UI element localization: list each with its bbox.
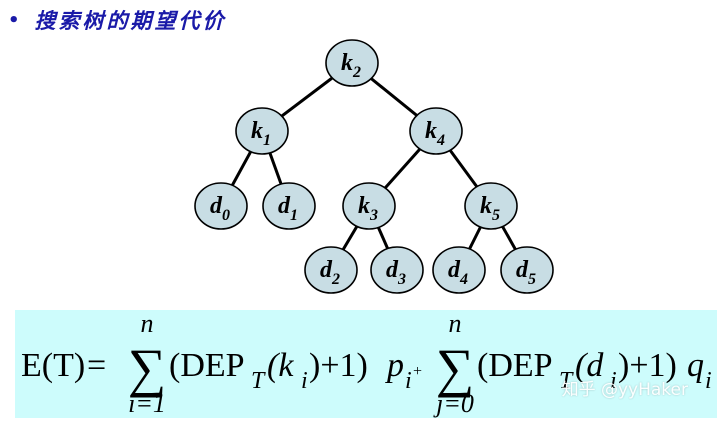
formula-lhs: E(T) (21, 347, 85, 384)
node-label-d0: d0 (210, 193, 230, 224)
tree-node-k5: k5 (464, 182, 518, 230)
watermark: 知乎 @yyHaker (561, 380, 688, 400)
term2-coef-sub: i (705, 368, 712, 394)
slide-heading: • 搜索树的期望代价 (8, 4, 227, 36)
node-label-d3: d3 (386, 257, 406, 288)
tree-node-k4: k4 (409, 107, 463, 155)
term1-arg: (k (267, 347, 294, 384)
node-label-k5: k5 (480, 193, 500, 224)
term1-sub: T (251, 368, 266, 394)
expected-cost-formula: E(T) = n ∑ i=1 (DEP T (k i )+1) p i + n … (21, 310, 712, 418)
node-label-k3: k3 (358, 193, 378, 224)
term2-close: )+1) (618, 347, 677, 384)
node-label-d4: d4 (448, 257, 468, 288)
node-label-d1: d1 (278, 193, 298, 224)
term2-open: (DEP (477, 347, 553, 384)
term2-sub: T (559, 368, 574, 394)
node-label-d2: d2 (320, 257, 340, 288)
term1-coef-sub: i (405, 368, 412, 394)
term2-arg: (d (575, 347, 604, 384)
sum1-symbol: ∑ (128, 338, 167, 398)
sum2-symbol: ∑ (436, 338, 475, 398)
tree-node-d4: d4 (432, 246, 486, 294)
sum2-upper: n (449, 310, 462, 338)
term1-open: (DEP (169, 347, 245, 384)
tree-node-k1: k1 (235, 107, 289, 155)
tree-node-d1: d1 (262, 182, 316, 230)
formula-equals: = (87, 347, 106, 384)
tree-node-d5: d5 (500, 246, 554, 294)
tree-node-k2: k2 (325, 39, 379, 87)
formula-plus: + (413, 363, 422, 380)
tree-node-d0: d0 (194, 182, 248, 230)
term2-coef: q (687, 347, 704, 384)
sum2-lower: j=0 (433, 389, 474, 418)
term1-coef: p (385, 347, 404, 384)
node-label-k2: k2 (341, 50, 361, 81)
heading-text: 搜索树的期望代价 (34, 9, 227, 33)
tree-node-d2: d2 (304, 246, 358, 294)
term2-arg-sub: i (610, 368, 617, 394)
node-label-k4: k4 (425, 118, 445, 149)
term1-arg-sub: i (301, 368, 308, 394)
term1-close: )+1) (309, 347, 368, 384)
tree-node-k3: k3 (342, 182, 396, 230)
sum1-upper: n (141, 310, 154, 338)
sum1-lower: i=1 (128, 389, 166, 418)
formula-box: E(T) = n ∑ i=1 (DEP T (k i )+1) p i + n … (15, 310, 717, 418)
bullet: • (8, 9, 23, 31)
node-label-k1: k1 (251, 118, 271, 149)
node-label-d5: d5 (516, 257, 536, 288)
tree-node-d3: d3 (370, 246, 424, 294)
search-tree-diagram: k2 k1 k4 d0 d1 k3 k5 d2 d3 d4 d5 (194, 39, 554, 294)
